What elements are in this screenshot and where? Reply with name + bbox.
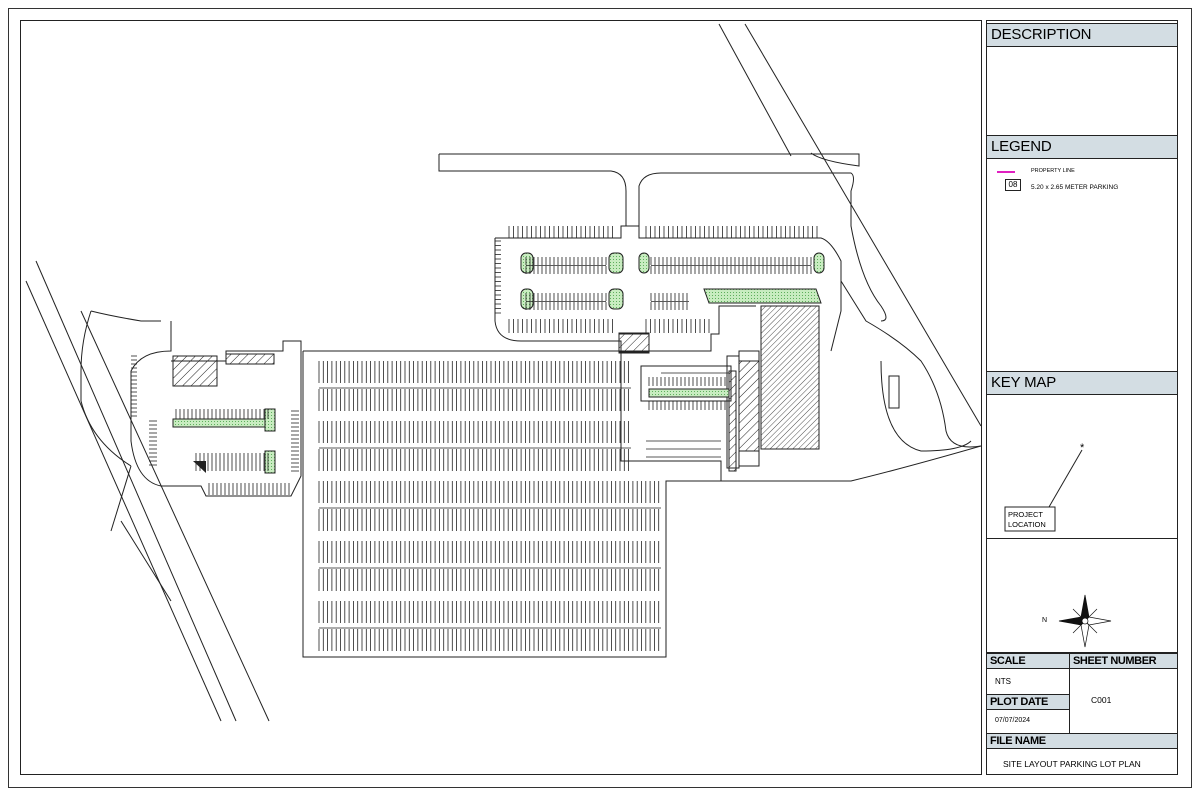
description-header: DESCRIPTION (987, 23, 1177, 47)
legend-parking: 5.20 x 2.65 METER PARKING (1031, 184, 1119, 191)
parking-tag: 08 (1005, 179, 1021, 191)
north-arrow-icon (1058, 594, 1112, 648)
project-location-label-2: LOCATION (1008, 520, 1046, 529)
legend-property-line: PROPERTY LINE (1031, 168, 1075, 174)
project-location-label-1: PROJECT (1008, 510, 1044, 519)
plot-date-header: PLOT DATE (987, 694, 1069, 710)
file-name-header: FILE NAME (987, 733, 1177, 749)
plot-date-value: 07/07/2024 (995, 717, 1031, 724)
project-star-icon: * (1080, 442, 1085, 454)
property-line-swatch (997, 171, 1015, 173)
file-name-value: SITE LAYOUT PARKING LOT PLAN (1003, 759, 1141, 769)
sheet-number-header: SHEET NUMBER (1069, 653, 1177, 669)
legend-header: LEGEND (987, 135, 1177, 159)
parking-stalls (131, 226, 818, 651)
west-building (172, 355, 218, 387)
direction-arrow (193, 461, 206, 473)
road-edge (35, 260, 237, 722)
north-label: N (1042, 617, 1048, 624)
scale-value: NTS (995, 677, 1011, 686)
sheet-border (8, 8, 1192, 788)
title-block: DESCRIPTION LEGEND PROPERTY LINE 08 5.20… (986, 20, 1178, 775)
road-edge (744, 23, 981, 427)
scale-header: SCALE (987, 653, 1069, 669)
building-annex (738, 360, 760, 452)
site-plan-svg (25, 23, 981, 722)
road-edge (80, 310, 270, 722)
key-map: * (1004, 442, 1085, 532)
road-edge (718, 23, 792, 157)
main-building (760, 305, 820, 450)
key-map-header: KEY MAP (987, 371, 1177, 395)
sheet-number-value: C001 (1091, 695, 1112, 705)
road-edge (25, 280, 222, 722)
site-plan-drawing (20, 20, 982, 775)
